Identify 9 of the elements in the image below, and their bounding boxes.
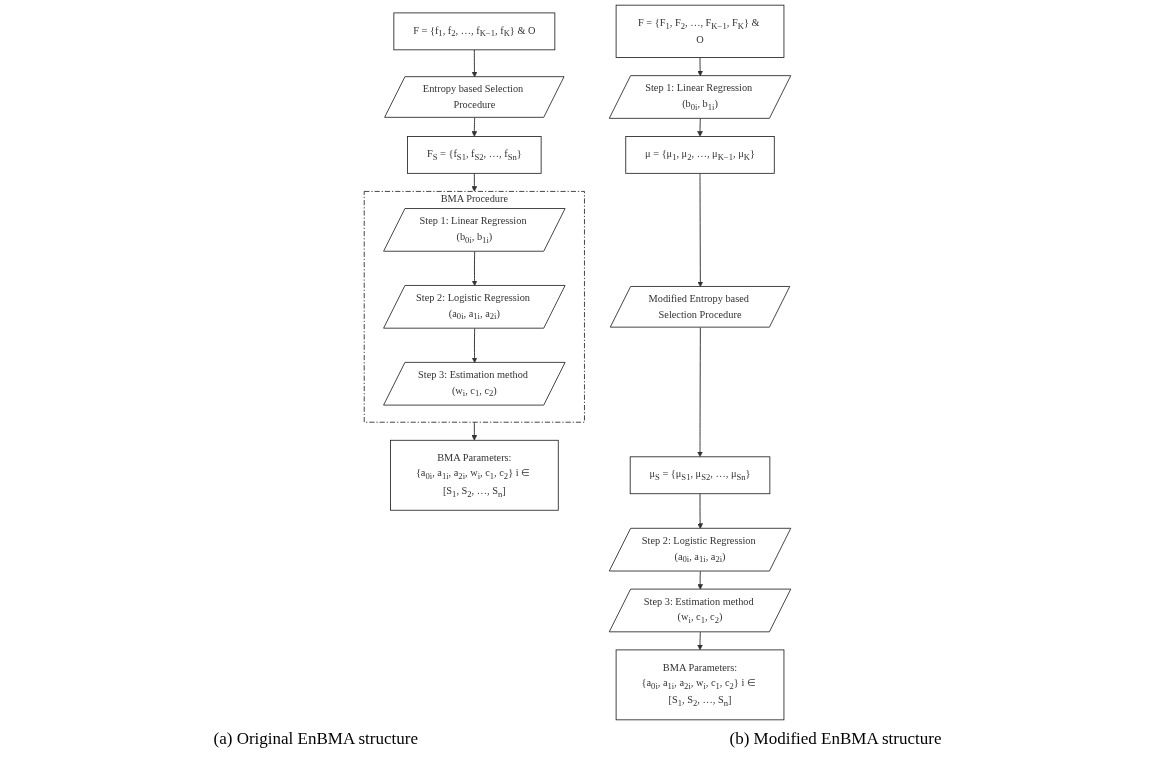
panel-caption: (a) Original EnBMA structure bbox=[213, 729, 418, 749]
node-box: BMA Parameters: {a$_{0i}$, a$_{1i}$, a$_{2i}$, w$_{i}$, c$_{1}$, c$_{2}$} i ∈ [S$_{1}$, S$_{2}$, …, S$_{n}$] bbox=[390, 439, 559, 511]
panel-caption: (b) Modified EnBMA structure bbox=[729, 729, 942, 749]
node-box: μ$_{S}$ = {μ$_{S1}$, μ$_{S2}$, …, μ$_{Sn}$} bbox=[629, 456, 771, 495]
node-box: F$_{S}$ = {f$_{S1}$, f$_{S2}$, …, f$_{Sn}$} bbox=[407, 136, 542, 174]
node-box: μ = {μ$_{1}$, μ$_{2}$, …, μ$_{K−1}$, μ$_{K}$} bbox=[625, 136, 775, 174]
node-box: BMA Parameters: {a$_{0i}$, a$_{1i}$, a$_{2i}$, w$_{i}$, c$_{1}$, c$_{2}$} i ∈ [S$_{1}$, S$_{2}$, …, S$_{n}$] bbox=[615, 649, 785, 721]
node-box: F = {F$_{1}$, F$_{2}$, …, F$_{K−1}$, F$_{K}$} & O bbox=[615, 4, 785, 58]
node-box: F = {f$_{1}$, f$_{2}$, …, f$_{K−1}$, f$_{K}$} & O bbox=[393, 12, 556, 51]
